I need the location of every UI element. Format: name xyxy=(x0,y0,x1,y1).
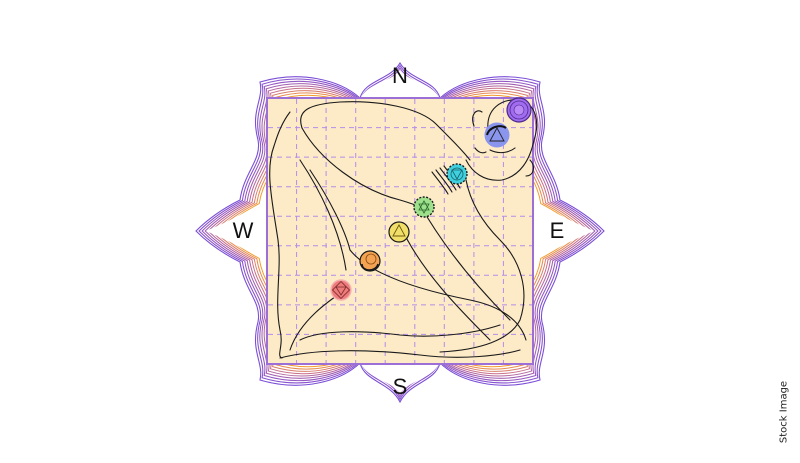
stock-image-credit: Stock Image xyxy=(778,380,790,444)
compass-west-label: W xyxy=(232,218,254,243)
chakra-heart-icon xyxy=(413,196,435,218)
chakras xyxy=(330,97,532,301)
compass-north-label: N xyxy=(392,63,408,88)
compass-east-label: E xyxy=(549,218,565,243)
chakra-solar-plexus-icon xyxy=(388,221,410,243)
compass-south-label: S xyxy=(392,374,408,399)
chakra-sacral-icon xyxy=(359,250,381,272)
chakra-root-icon xyxy=(330,279,352,301)
chakra-crown-icon xyxy=(506,97,532,123)
compass-notches xyxy=(206,70,594,394)
chakra-third-eye-icon xyxy=(484,122,510,148)
chakra-throat-icon xyxy=(446,163,468,185)
